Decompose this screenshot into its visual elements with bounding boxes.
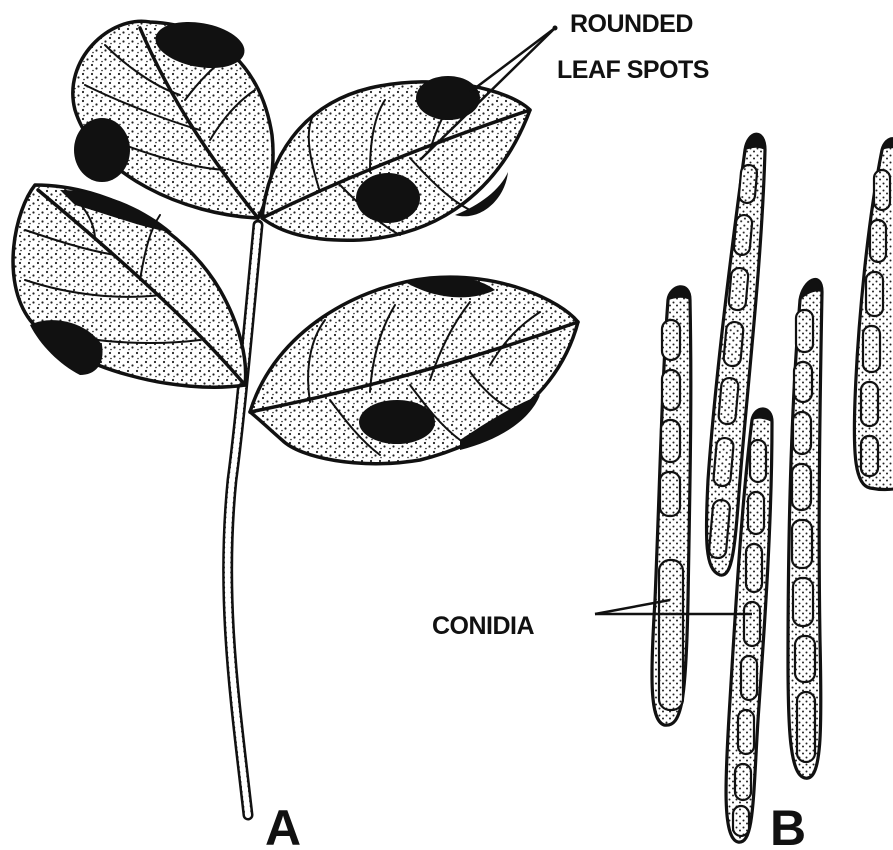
panel-a-label: A [265, 800, 301, 850]
panel-b-conidia [652, 134, 893, 842]
conidium [854, 139, 893, 490]
leaf-left [13, 185, 246, 387]
conidium [652, 287, 691, 725]
leaf-spot [356, 173, 420, 223]
leaf-spot [359, 400, 435, 444]
leaf-top-left [73, 16, 273, 218]
conidia-label: CONIDIA [432, 612, 535, 640]
conidium [788, 280, 822, 779]
leaf-top-right [262, 76, 530, 240]
leaf-bottom-right [250, 276, 578, 463]
leaf-spots-label-line2: LEAF SPOTS [557, 56, 709, 84]
panel-a-plant [13, 16, 578, 815]
panel-b-label: B [770, 800, 806, 850]
leaf-spots-label-line1: ROUNDED [570, 10, 693, 38]
leaf-spot [74, 118, 130, 182]
leaf-spot [416, 76, 480, 120]
